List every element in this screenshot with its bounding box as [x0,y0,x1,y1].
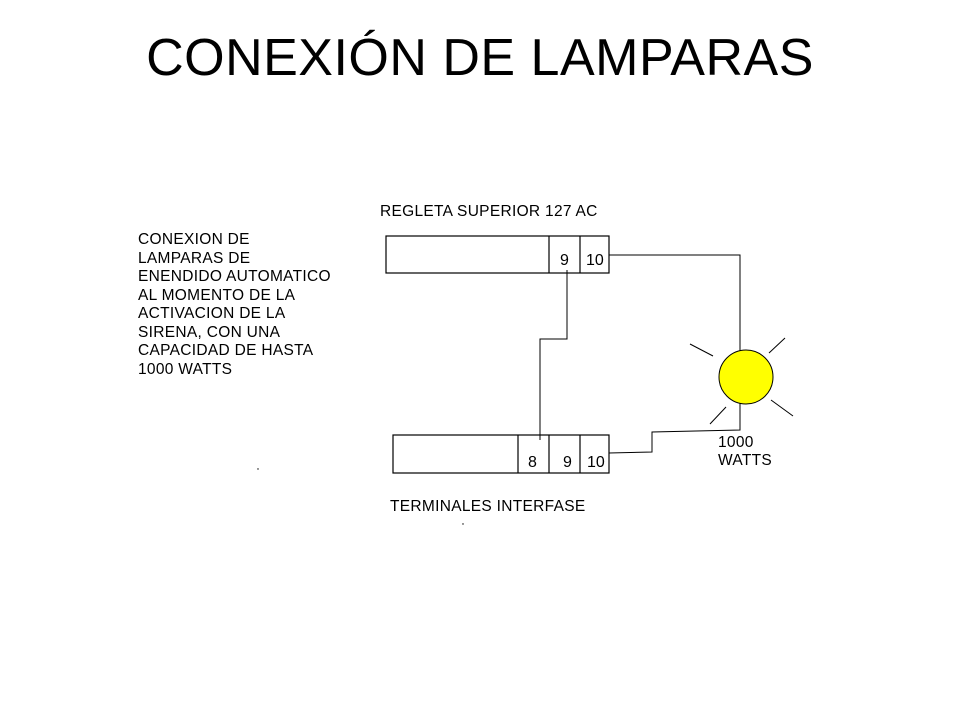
top-terminal-9: 9 [560,252,569,269]
page-title: CONEXIÓN DE LAMPARAS [146,29,814,87]
bottom-terminal-8: 8 [528,454,537,471]
description-text: CONEXION DE LAMPARAS DE ENENDIDO AUTOMAT… [138,231,331,378]
lamp-ray [689,343,714,357]
lamp-ray [770,399,794,417]
lamp-label-line2: WATTS [718,452,773,469]
wire-lamp-bottom10 [608,402,741,454]
bottom-strip-body [392,434,610,474]
bottom-strip-label: TERMINALES INTERFASE [390,498,586,515]
bottom-terminal-9: 9 [563,454,572,471]
top-terminal-strip: 9 10 [385,235,610,274]
lamp-ray [709,406,727,425]
top-strip-label: REGLETA SUPERIOR 127 AC [380,203,598,220]
bottom-terminal-strip: 8 9 10 [392,434,610,474]
lamp-label-line1: 1000 [718,434,754,451]
lamp-ray [768,337,786,354]
stray-dot [257,468,259,470]
wire-top10-lamp-a [609,254,741,300]
lamp-label: 1000 WATTS [718,434,772,470]
stray-dot [462,523,464,525]
bottom-terminal-10: 10 [587,454,605,471]
lamp-bulb [718,349,774,405]
top-strip-body [385,235,610,274]
wire-top9-bottom8 [539,270,568,440]
top-terminal-10: 10 [586,252,604,269]
lamp-icon [689,337,794,425]
